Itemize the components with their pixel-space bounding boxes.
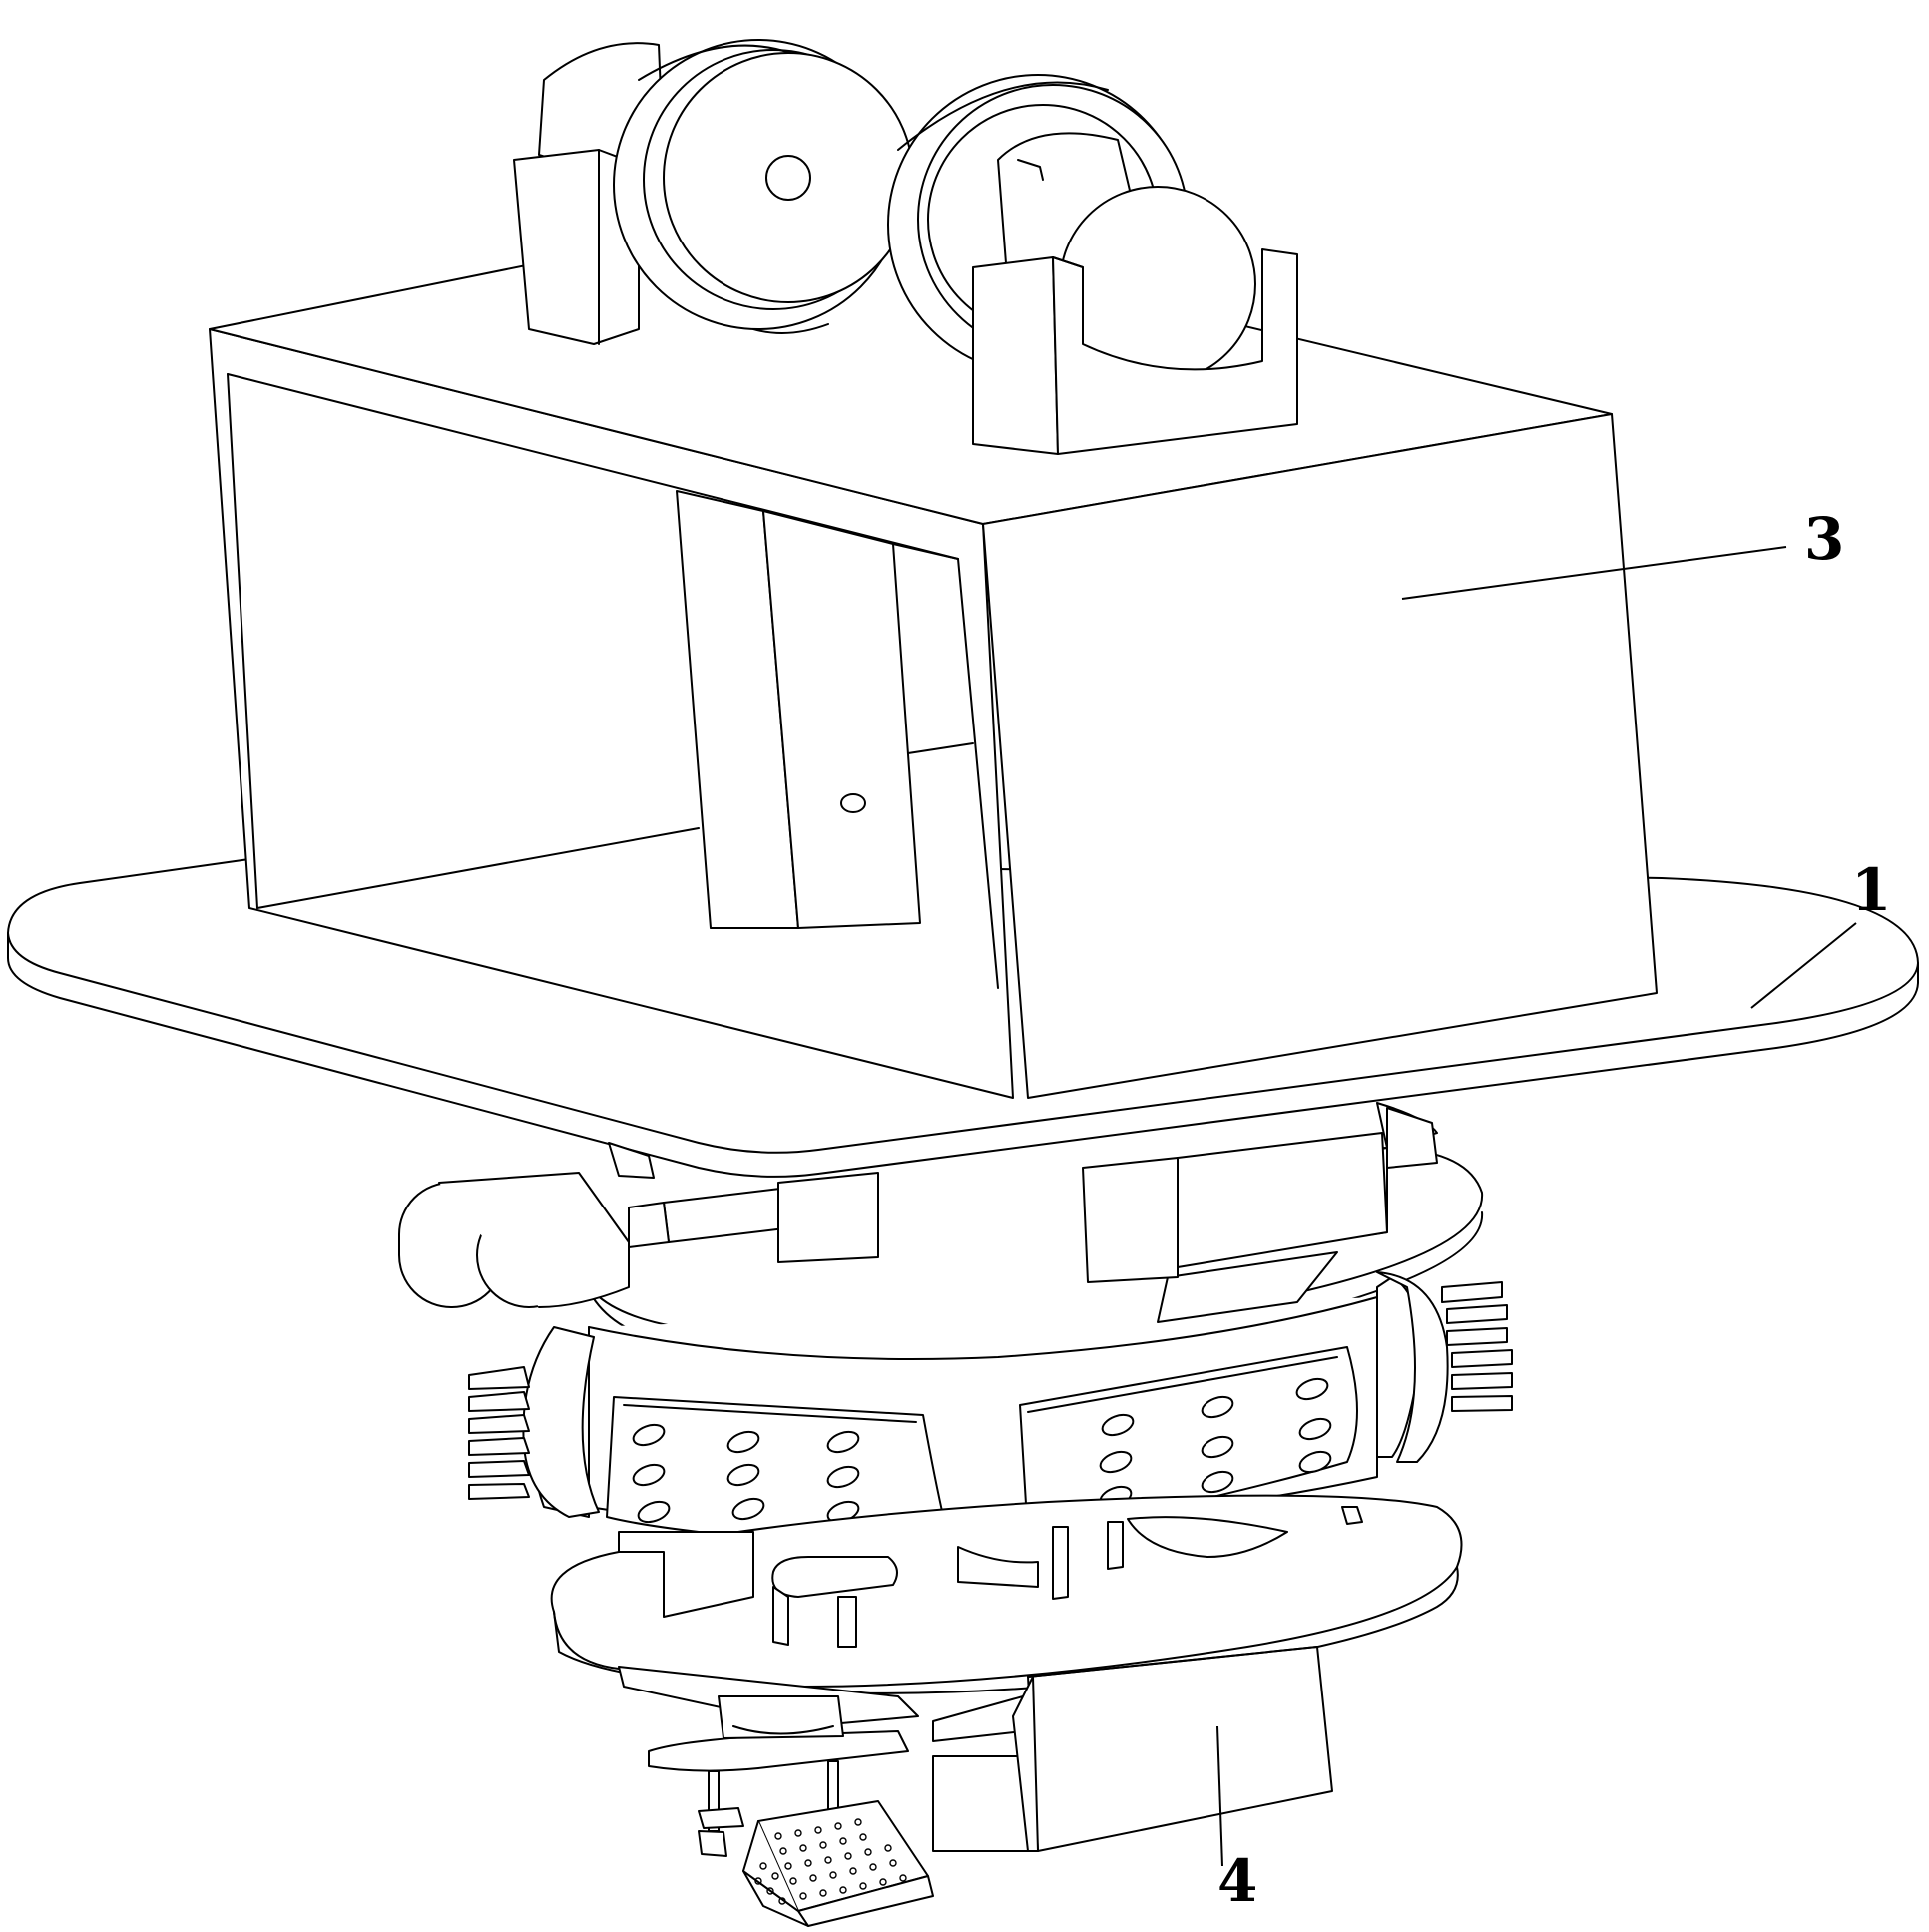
- callout-3: 3: [1804, 505, 1844, 573]
- hydraulic-arm: [398, 1172, 879, 1308]
- bottom-box: [932, 1646, 1333, 1852]
- left-toothed-segment: [522, 1326, 600, 1518]
- left-motor-assembly: [513, 39, 914, 345]
- callout-1: 1: [1851, 856, 1891, 924]
- sieve-holes: [754, 1818, 907, 1905]
- right-teeth: [1441, 1281, 1513, 1412]
- callout-1-leader: [1750, 922, 1857, 1009]
- left-teeth: [468, 1366, 530, 1500]
- lower-mechanism: [618, 1666, 919, 1857]
- sieve-basket: [742, 1800, 934, 1927]
- callout-4-leader: [1216, 1725, 1223, 1867]
- right-motor-assembly: [887, 74, 1298, 455]
- under-plate-brackets: [608, 1107, 1438, 1283]
- right-spiked-plate: [1019, 1346, 1358, 1538]
- callout-4: 4: [1217, 1847, 1257, 1915]
- lower-disc-posts: [618, 1506, 1363, 1648]
- callout-3-leader: [1401, 546, 1787, 600]
- main-housing-box: [209, 214, 1658, 1099]
- right-toothed-segment: [1376, 1271, 1449, 1463]
